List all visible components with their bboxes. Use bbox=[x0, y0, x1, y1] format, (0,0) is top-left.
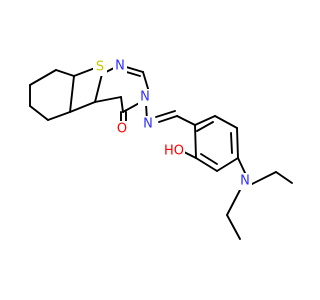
bond bbox=[251, 171, 277, 185]
atom-nitrogen-ring: N bbox=[138, 89, 152, 106]
bond bbox=[226, 214, 241, 240]
molecule-structure-diagram: S N N N O HO N bbox=[29, 58, 293, 240]
atom-label-o: O bbox=[117, 122, 127, 137]
atom-nitrogen-pyrimidine: N bbox=[113, 58, 127, 75]
bond bbox=[47, 111, 71, 121]
bond bbox=[194, 124, 197, 159]
bond bbox=[142, 71, 150, 93]
bond bbox=[230, 132, 233, 154]
atom-label-s: S bbox=[96, 60, 104, 75]
atom-label-n: N bbox=[143, 117, 153, 132]
atom-label-ho: HO bbox=[164, 144, 184, 159]
bond bbox=[214, 115, 238, 129]
bond bbox=[158, 115, 178, 123]
bond bbox=[236, 127, 239, 159]
bond bbox=[237, 157, 247, 176]
atom-sulfur: S bbox=[93, 59, 107, 76]
atom-oxygen-carbonyl: O bbox=[115, 121, 129, 138]
bond bbox=[275, 171, 293, 184]
bond bbox=[29, 105, 49, 121]
bonds bbox=[29, 65, 293, 240]
bond bbox=[200, 153, 218, 165]
atom-label-n: N bbox=[240, 174, 250, 189]
bond bbox=[226, 189, 241, 216]
atom-hydroxyl: HO bbox=[163, 143, 185, 160]
atom-label-n: N bbox=[115, 59, 125, 74]
bond bbox=[94, 73, 103, 103]
bond bbox=[194, 115, 216, 126]
atom-label-n: N bbox=[140, 90, 150, 105]
bond bbox=[73, 67, 96, 77]
bond bbox=[69, 101, 96, 113]
bond bbox=[216, 157, 239, 172]
bond bbox=[176, 115, 196, 126]
atom-nitrogen-imine: N bbox=[141, 116, 155, 133]
bond bbox=[120, 96, 124, 113]
bond bbox=[155, 110, 176, 118]
bond bbox=[94, 96, 122, 103]
bond bbox=[196, 121, 214, 132]
atom-nitrogen-amine: N bbox=[238, 173, 252, 190]
bond bbox=[29, 69, 57, 86]
bond bbox=[55, 69, 75, 77]
bond bbox=[69, 75, 75, 113]
bond bbox=[195, 157, 218, 172]
atom-labels: S N N N O HO N bbox=[93, 58, 252, 190]
